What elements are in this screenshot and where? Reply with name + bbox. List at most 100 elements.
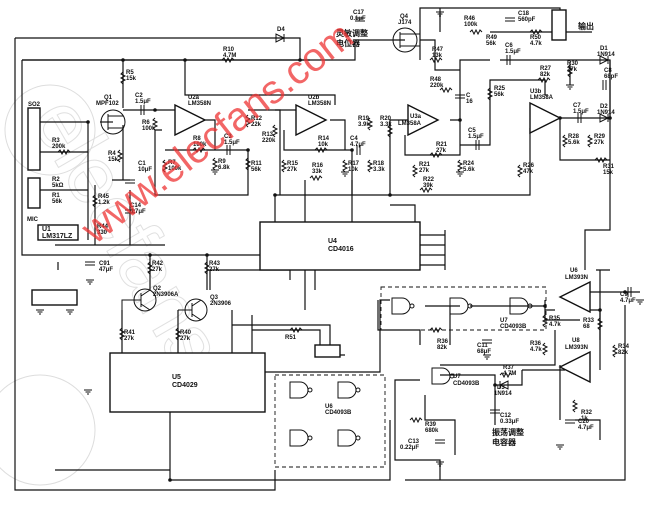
r36-ref: R36 bbox=[437, 339, 449, 345]
r11-value: 56k bbox=[251, 167, 262, 173]
r43-value: 27k bbox=[209, 267, 220, 273]
resistor-r29 bbox=[587, 134, 593, 148]
r42-value: 27k bbox=[152, 267, 163, 273]
r30-value: 27k bbox=[567, 67, 578, 73]
u2a-value: LM358N bbox=[188, 101, 211, 107]
wire bbox=[405, 291, 640, 481]
junction-dot bbox=[205, 253, 209, 257]
u6c-ref: U6 bbox=[570, 268, 578, 274]
diodes bbox=[275, 33, 610, 390]
resistor-r49 bbox=[469, 29, 483, 35]
r47-ref: R47 bbox=[432, 47, 444, 53]
wire bbox=[390, 119, 461, 222]
junction-dot bbox=[608, 116, 612, 120]
r40-value: 27k bbox=[180, 336, 191, 342]
d1-ref: D1 bbox=[600, 46, 608, 52]
ground-icon bbox=[65, 309, 75, 315]
r3-ref: R3 bbox=[52, 138, 60, 144]
u6-value: CD4093B bbox=[325, 410, 352, 416]
wire bbox=[57, 255, 316, 310]
capacitor-c91 bbox=[85, 261, 95, 266]
r7-value: 100k bbox=[168, 166, 182, 172]
c2-ref: C2 bbox=[135, 93, 143, 99]
capacitor-c14 bbox=[125, 209, 135, 214]
output-label: 输出 bbox=[578, 21, 594, 31]
u2a-ref: U2a bbox=[188, 95, 200, 101]
u8-ref: U8 bbox=[572, 338, 580, 344]
q4-ref: Q4 bbox=[400, 14, 409, 20]
r17-value: 10k bbox=[348, 167, 359, 173]
r10-ref: R10 bbox=[223, 47, 235, 53]
resistor-r28 bbox=[562, 134, 568, 148]
r19-ref: R19 bbox=[358, 116, 370, 122]
capacitor-c11 bbox=[482, 339, 492, 344]
r25-ref: R25 bbox=[494, 86, 506, 92]
junction-dot bbox=[350, 148, 354, 152]
r39-ref: R39 bbox=[425, 422, 437, 428]
capacitor-c9 bbox=[627, 287, 632, 297]
r21-value: 27k bbox=[436, 148, 447, 154]
r20-value: 3.3k bbox=[380, 122, 392, 128]
r10-value: 4.7M bbox=[223, 53, 236, 59]
r9-value: 6.8k bbox=[218, 165, 230, 171]
r36b-ref: R36 bbox=[530, 341, 542, 347]
c9-ref: C9 bbox=[620, 292, 628, 298]
r18-value: 3.3k bbox=[373, 167, 385, 173]
timing-cap-label-2: 电容器 bbox=[492, 437, 517, 447]
r44-ref: R44 bbox=[97, 224, 109, 230]
r47-value: 13k bbox=[432, 53, 443, 59]
resistor-r34 bbox=[612, 344, 618, 358]
d2-value: 1N914 bbox=[597, 110, 615, 116]
u1-ref: U1 bbox=[42, 226, 51, 233]
junction-dot bbox=[183, 58, 187, 62]
r7-ref: R7 bbox=[168, 160, 176, 166]
switch-block bbox=[314, 344, 341, 358]
resistor-r15 bbox=[281, 159, 287, 173]
r29-value: 27k bbox=[594, 140, 605, 146]
wire bbox=[184, 60, 336, 105]
c1-value: 10μF bbox=[138, 167, 152, 173]
connector-so2 bbox=[27, 107, 41, 171]
r9-ref: R9 bbox=[218, 159, 226, 165]
r31-ref: R31 bbox=[603, 164, 615, 170]
c16-value: 16 bbox=[466, 99, 473, 105]
ground-icon bbox=[635, 299, 645, 305]
q3-ref: Q3 bbox=[210, 295, 219, 301]
nand-gate bbox=[337, 429, 361, 447]
u2b-value: LM358N bbox=[308, 101, 331, 107]
r34-ref: R34 bbox=[618, 344, 630, 350]
r1-ref: R1 bbox=[52, 193, 60, 199]
resistor-r18 bbox=[367, 159, 373, 173]
r27-value: 82k bbox=[540, 72, 551, 78]
c14-ref: C14 bbox=[130, 203, 142, 209]
capacitor-c2 bbox=[140, 105, 145, 115]
u3b-ref: U3b bbox=[530, 89, 542, 95]
c91-ref: C91 bbox=[99, 261, 111, 267]
q2-ref: Q2 bbox=[153, 286, 162, 292]
diode-d1 bbox=[599, 55, 610, 65]
resistor-r39 bbox=[409, 417, 423, 423]
c7-ref: C7 bbox=[573, 103, 581, 109]
junction-dot bbox=[148, 253, 152, 257]
r33-ref: R33 bbox=[583, 318, 595, 324]
opamp-u2a bbox=[174, 103, 207, 137]
junction-dot bbox=[168, 478, 172, 482]
capacitor-c18 bbox=[505, 17, 515, 22]
c6-ref: C6 bbox=[505, 43, 513, 49]
q1-value: MPF102 bbox=[96, 101, 119, 107]
r21-ref: R21 bbox=[436, 142, 448, 148]
r32-ref: R32 bbox=[581, 410, 593, 416]
r13-ref: R13 bbox=[262, 132, 274, 138]
r37-ref: R37 bbox=[503, 365, 515, 371]
sensitivity-pot-label-2: 电位器 bbox=[336, 38, 361, 48]
r12-value: 22k bbox=[251, 122, 262, 128]
d1-value: 1N914 bbox=[597, 52, 615, 58]
r45-ref: R45 bbox=[98, 194, 110, 200]
u7b-ref: U7 bbox=[453, 374, 461, 380]
r12-ref: R12 bbox=[251, 116, 263, 122]
diode-d3 bbox=[498, 380, 509, 390]
nand-gate bbox=[431, 367, 455, 385]
u3a-value: LM358A bbox=[398, 121, 422, 127]
r46-value: 100k bbox=[464, 22, 478, 28]
r51-ref: R51 bbox=[285, 335, 297, 341]
